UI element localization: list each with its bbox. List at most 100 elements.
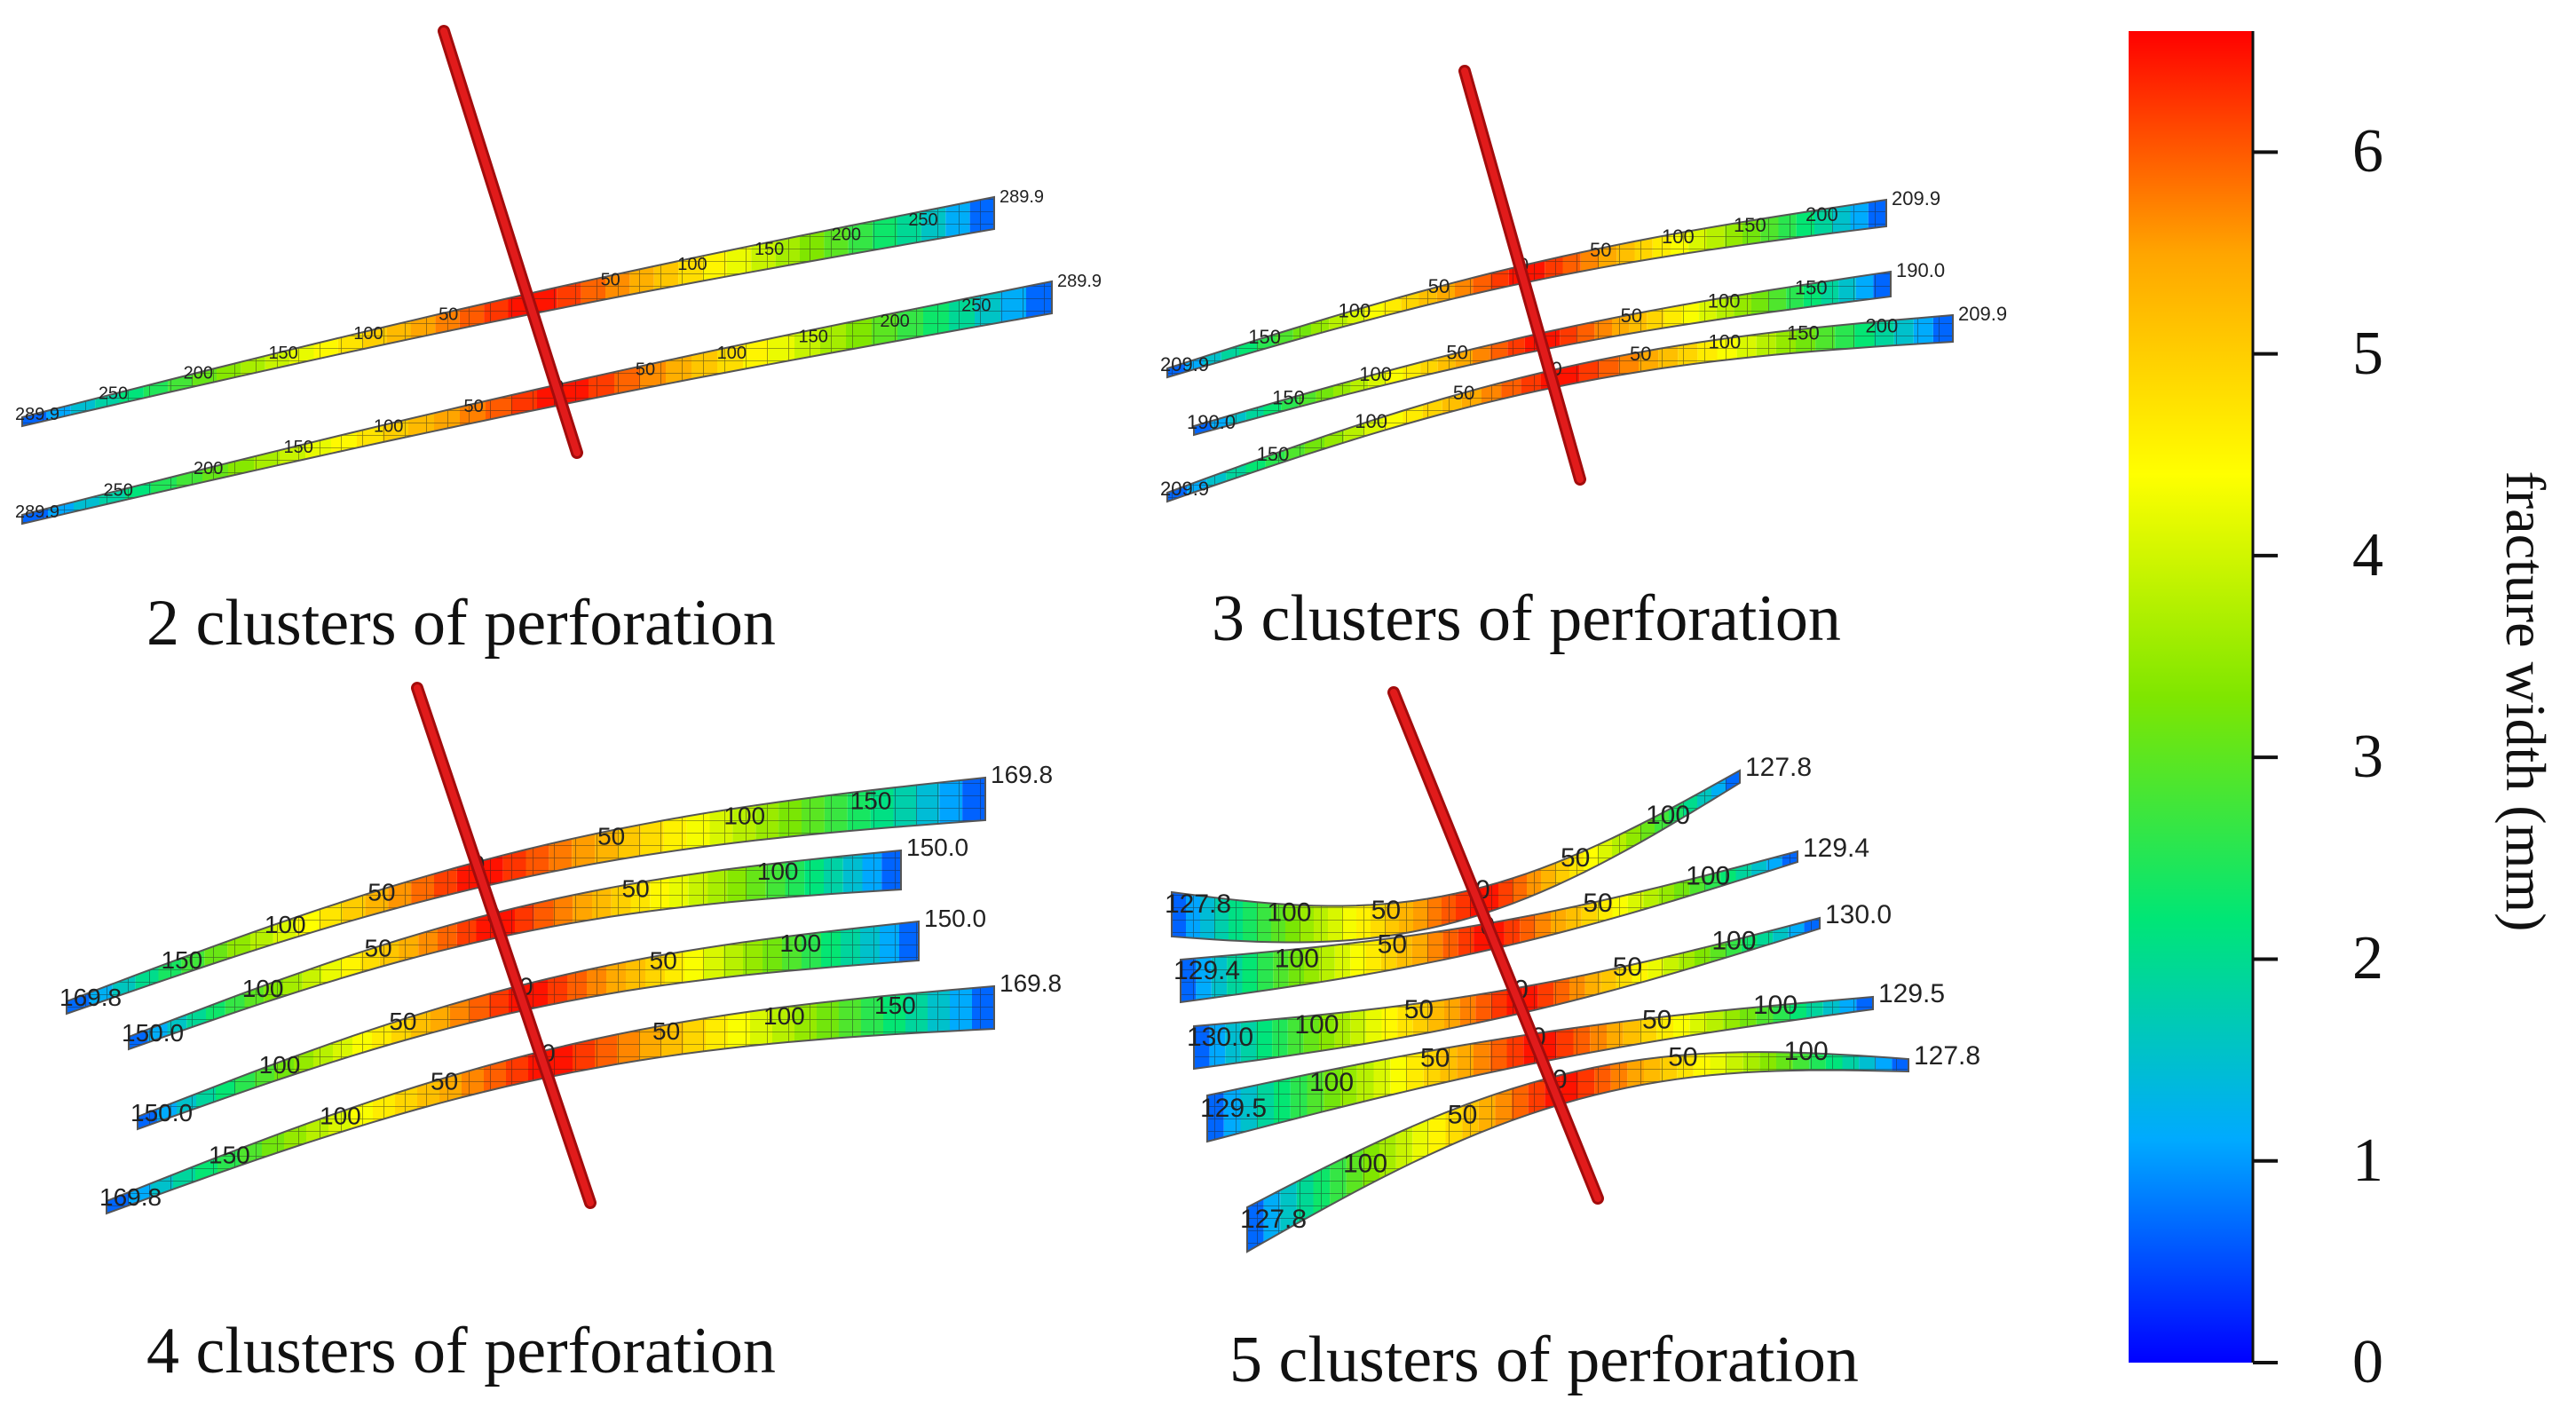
- fracture-length-label: 289.9: [1000, 187, 1044, 207]
- fracture-length-label: 150: [850, 787, 892, 814]
- fracture-length-label: 169.8: [59, 984, 122, 1011]
- fracture-length-label: 200: [880, 312, 909, 331]
- fracture-length-label: 50: [650, 947, 677, 975]
- fracture-length-label: 50: [1446, 341, 1467, 363]
- panel-2-clusters: 289.925020015010050050100150200250289.92…: [15, 25, 1102, 526]
- fracture-length-label: 200: [184, 364, 213, 383]
- panels-layer: 289.925020015010050050100150200250289.92…: [15, 25, 2007, 1253]
- fracture: 289.925020015010050050100150200250289.9: [15, 187, 1044, 428]
- fracture-length-label: 150.0: [924, 905, 986, 932]
- fracture-length-label: 50: [1420, 1044, 1450, 1073]
- colorbar-ticks: [2251, 31, 2278, 1364]
- fracture-length-label: 50: [439, 304, 458, 324]
- fracture-length-label: 150: [161, 946, 202, 974]
- fracture-length-label: 209.9: [1160, 353, 1209, 375]
- colorbar-tick-label: 4: [2352, 520, 2383, 589]
- colorbar-tick-label: 1: [2352, 1126, 2383, 1195]
- fracture-length-label: 129.5: [1878, 979, 1945, 1008]
- fracture-length-label: 50: [622, 875, 650, 903]
- fracture-length-label: 209.9: [1892, 187, 1940, 209]
- fracture-mesh: [66, 776, 986, 1016]
- panel-caption-5-clusters: 5 clusters of perforation: [1229, 1324, 1859, 1396]
- fracture-length-label: 100: [1267, 898, 1311, 928]
- fracture-length-label: 50: [1453, 382, 1474, 404]
- fracture-mesh: [1206, 995, 1874, 1143]
- fracture-length-label: 100: [353, 324, 383, 344]
- fracture-length-label: 100: [1686, 861, 1730, 890]
- fracture-length-label: 50: [365, 935, 392, 962]
- fracture-length-label: 150: [1734, 214, 1766, 236]
- fracture-length-label: 100: [763, 1002, 805, 1030]
- fracture-length-label: 100: [242, 975, 284, 1002]
- fracture-length-label: 50: [636, 360, 655, 379]
- fracture-length-label: 190.0: [1896, 259, 1945, 281]
- fracture-length-label: 150: [209, 1142, 250, 1169]
- fracture-length-label: 127.8: [1745, 753, 1812, 782]
- fracture-length-label: 100: [1753, 991, 1798, 1020]
- fracture-length-label: 100: [1662, 225, 1695, 248]
- fracture-length-label: 50: [464, 397, 484, 416]
- fracture-length-label: 130.0: [1187, 1023, 1253, 1052]
- fracture-length-label: 289.9: [15, 502, 59, 522]
- fracture-length-label: 190.0: [1187, 411, 1236, 433]
- fracture-length-label: 50: [597, 823, 625, 850]
- colorbar-tick-label: 3: [2352, 723, 2383, 792]
- fracture-length-label: 250: [908, 210, 937, 230]
- fracture-length-label: 150.0: [122, 1019, 184, 1047]
- fracture-length-label: 150: [1272, 386, 1305, 408]
- fracture-length-label: 50: [1642, 1005, 1671, 1034]
- fracture-length-label: 100: [1355, 410, 1387, 432]
- fracture-length-label: 150.0: [906, 834, 968, 861]
- fracture-length-label: 50: [1428, 275, 1450, 297]
- fracture-length-label: 100: [757, 858, 799, 885]
- fracture-length-label: 127.8: [1240, 1205, 1307, 1234]
- fracture-length-label: 200: [194, 459, 223, 478]
- fracture-length-label: 100: [1708, 290, 1741, 312]
- fracture-length-label: 150: [799, 328, 828, 347]
- fracture-length-label: 50: [1590, 239, 1611, 261]
- fracture-mesh: [1166, 198, 1887, 379]
- fracture-length-label: 150: [1257, 443, 1290, 465]
- fracture-length-label: 50: [1583, 889, 1612, 918]
- fracture-length-label: 289.9: [15, 405, 59, 424]
- fracture-length-label: 150: [1248, 326, 1281, 348]
- fracture-length-label: 250: [99, 384, 128, 404]
- panel-caption-3-clusters: 3 clusters of perforation: [1212, 582, 1841, 655]
- fracture-length-label: 209.9: [1958, 303, 2007, 325]
- fracture-length-label: 129.4: [1803, 834, 1869, 863]
- fracture-length-label: 100: [1709, 331, 1742, 353]
- fracture-length-label: 50: [1668, 1042, 1697, 1071]
- fracture-length-label: 50: [652, 1017, 680, 1045]
- wellbore: [438, 25, 583, 459]
- fracture-length-label: 127.8: [1914, 1041, 1980, 1071]
- fracture-length-label: 150: [755, 240, 784, 259]
- fracture-length-label: 150: [268, 344, 297, 363]
- fracture-length-label: 100: [1646, 801, 1690, 830]
- fracture-length-label: 100: [1294, 1010, 1339, 1040]
- fracture-length-label: 100: [1784, 1037, 1829, 1066]
- fracture-mesh: [21, 280, 1053, 526]
- fracture-length-label: 50: [431, 1067, 458, 1095]
- fracture-length-label: 129.4: [1173, 956, 1240, 985]
- fracture-length-label: 50: [1404, 995, 1434, 1024]
- fracture-length-label: 100: [1309, 1068, 1354, 1097]
- panel-3-clusters: 209.915010050050100150200209.9190.015010…: [1160, 65, 2007, 503]
- fracture-mesh: [21, 195, 995, 428]
- fracture-length-label: 129.5: [1200, 1094, 1267, 1123]
- fracture-length-label: 50: [389, 1008, 416, 1035]
- fracture-length-label: 150: [874, 992, 916, 1019]
- wellbore: [1387, 686, 1604, 1205]
- fracture-mesh: [128, 849, 902, 1051]
- fracture-mesh: [1193, 916, 1821, 1071]
- fracture-length-label: 50: [1621, 304, 1642, 327]
- fracture-length-label: 100: [723, 802, 765, 829]
- fracture-mesh: [1193, 270, 1892, 437]
